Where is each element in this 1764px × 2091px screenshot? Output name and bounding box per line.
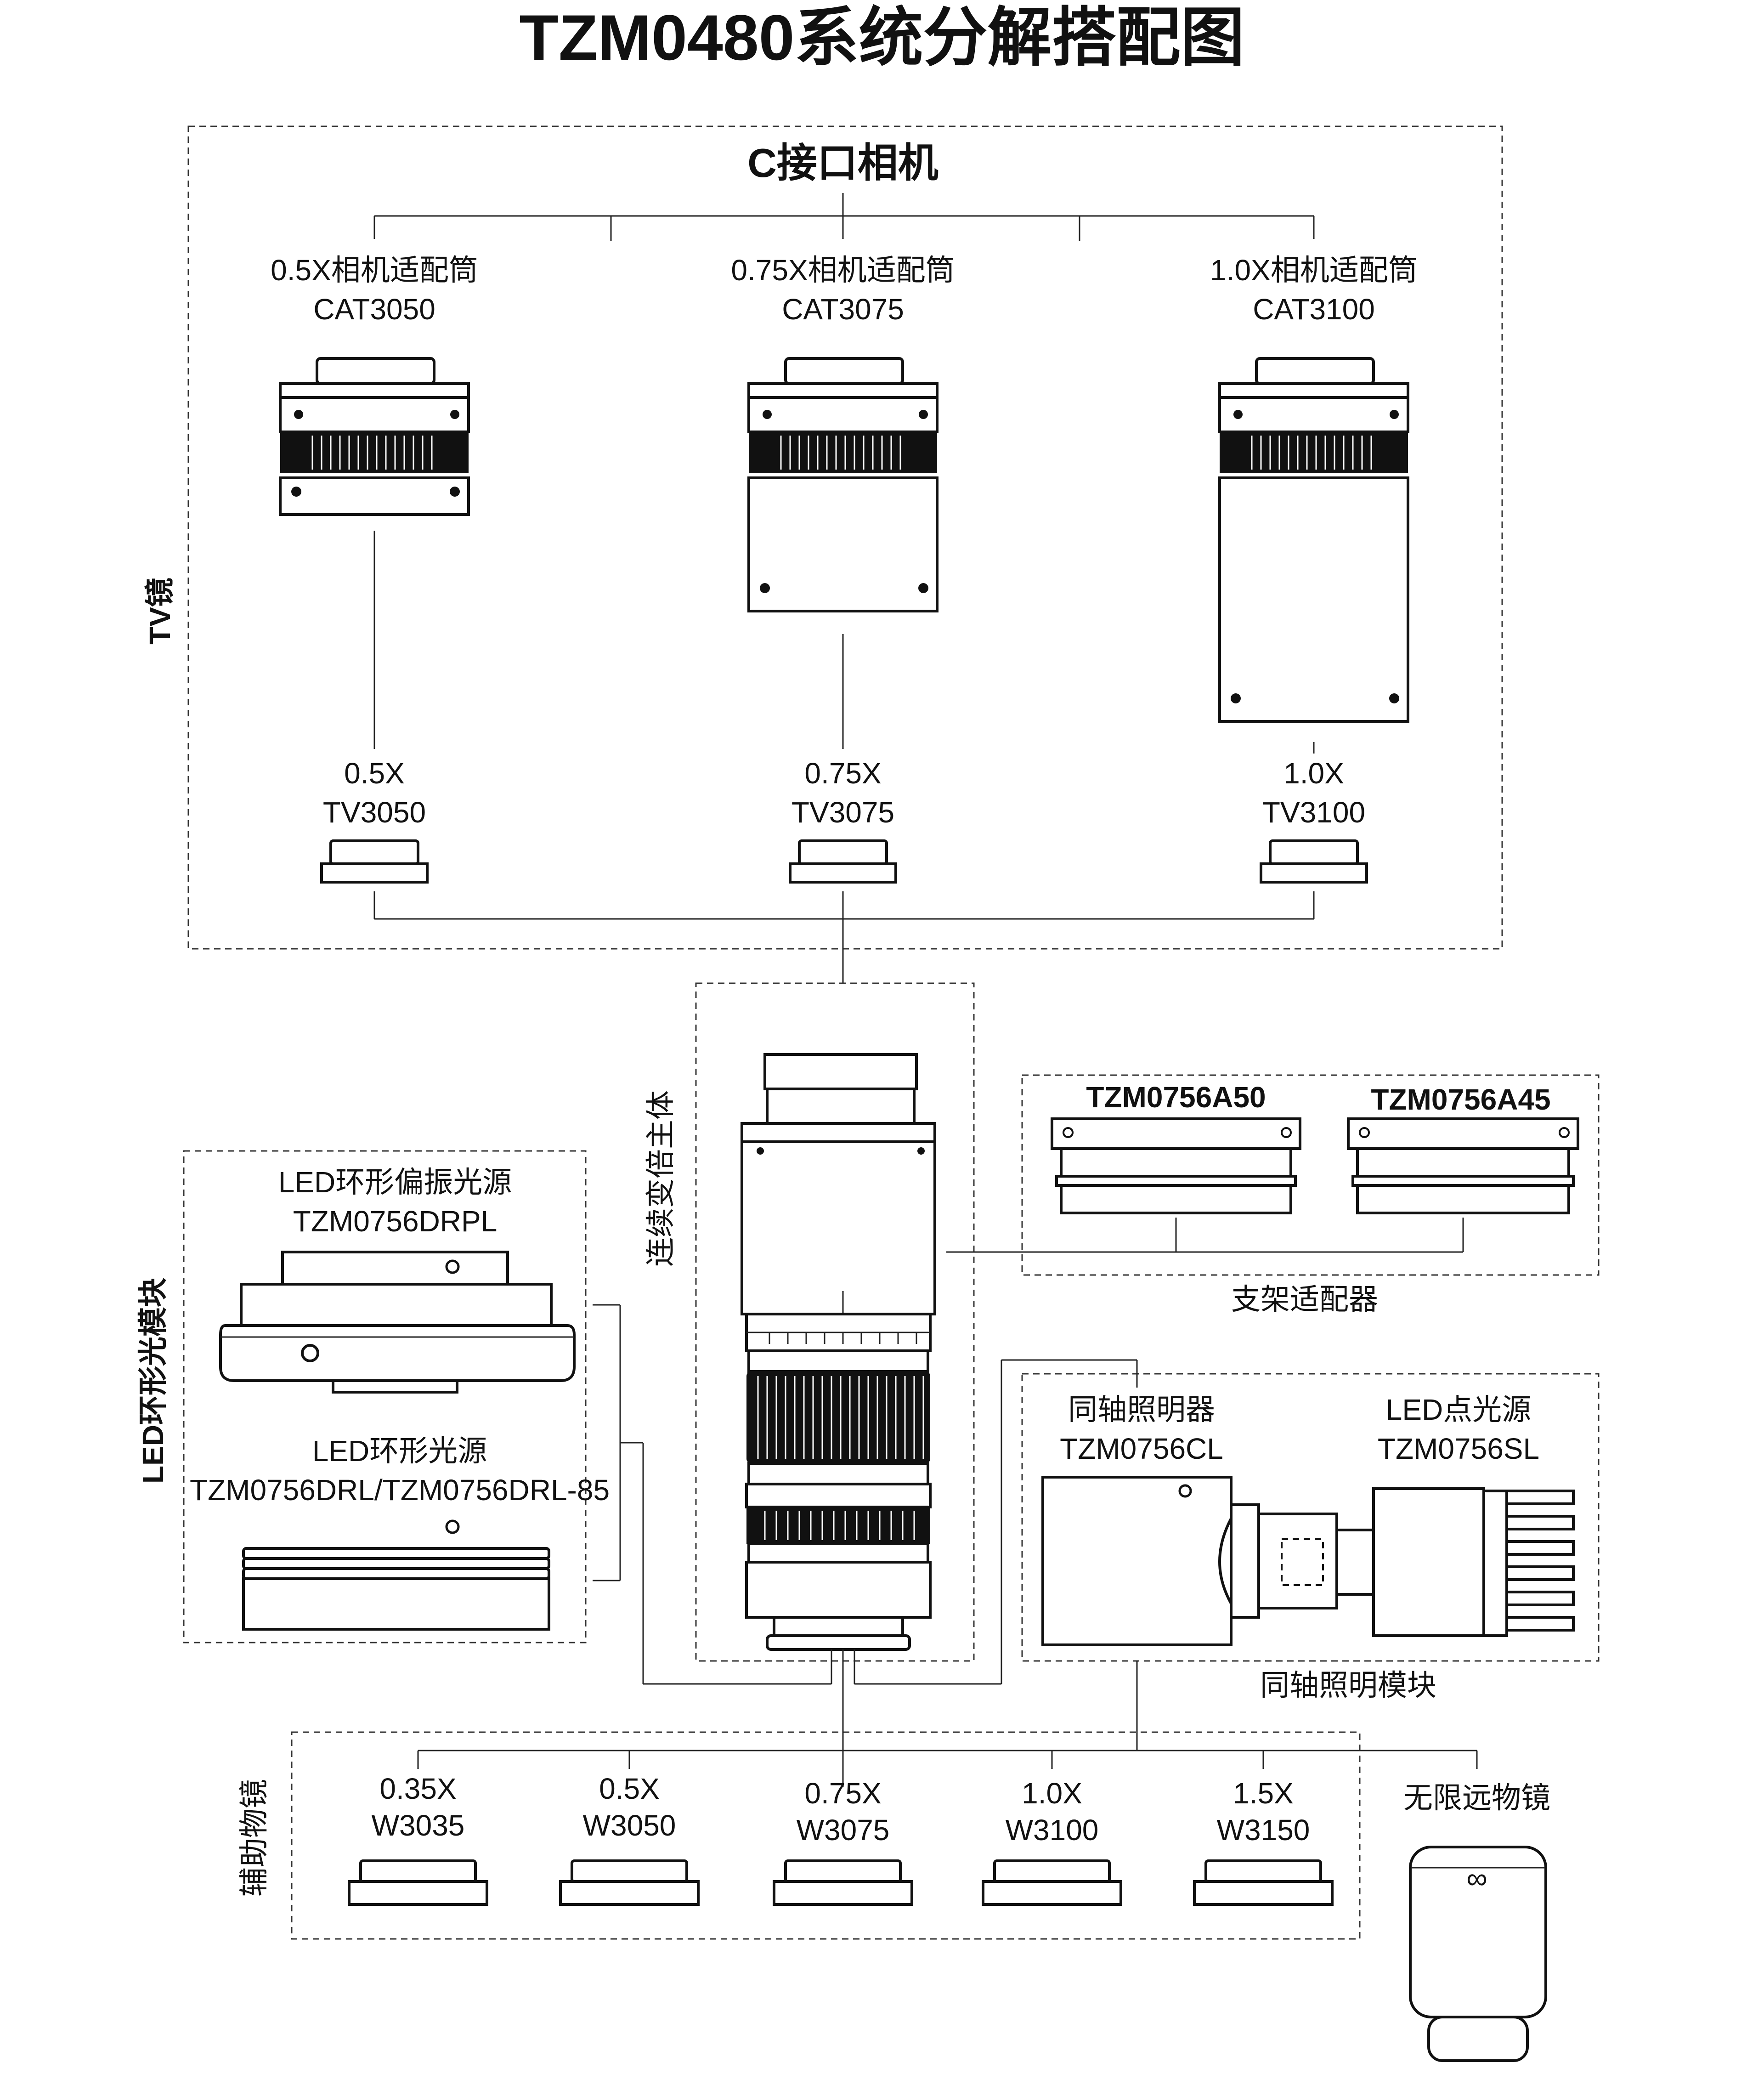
tv-lens-code-3: TV3100 <box>1262 796 1365 829</box>
stand-adapter-code-1: TZM0756A50 <box>1086 1081 1266 1114</box>
coaxial-module-box <box>1021 1373 1600 1662</box>
aux-objective-mag-4: 1.0X <box>1022 1777 1082 1810</box>
tv-lens-mag-3: 1.0X <box>1283 757 1344 790</box>
coaxial-illuminator-name: 同轴照明器 <box>1068 1393 1215 1426</box>
led-ring-code: TZM0756DRL/TZM0756DRL-85 <box>190 1473 610 1507</box>
stand-adapter-label: 支架适配器 <box>1231 1283 1378 1316</box>
led-ring-drawing <box>242 1519 550 1631</box>
aux-connector-lines <box>417 1649 1478 1787</box>
tv-lens-mag-1: 0.5X <box>344 757 405 790</box>
led-ring-module-label: LED环形光模块 <box>136 1278 170 1484</box>
infinity-objective-drawing: ∞ <box>1409 1846 1547 2062</box>
aux-objectives-box <box>291 1731 1361 1940</box>
coaxial-illuminator-code: TZM0756CL <box>1060 1432 1223 1465</box>
cam-adapter-drawing-1 <box>279 357 470 516</box>
coaxial-illuminator-drawing <box>1041 1476 1338 1646</box>
aux-objective-drawing-3 <box>773 1859 913 1906</box>
cam-adapter-code-2: CAT3075 <box>782 293 904 326</box>
aux-objective-drawing-2 <box>559 1859 700 1906</box>
cam-adapter-code-1: CAT3050 <box>313 293 435 326</box>
cam-adapter-drawing-2 <box>747 357 939 612</box>
stand-adapter-box <box>1021 1074 1600 1276</box>
infinity-objective-label: 无限远物镜 <box>1403 1781 1550 1814</box>
point-source-name: LED点光源 <box>1386 1393 1532 1426</box>
aux-objective-drawing-4 <box>982 1859 1122 1906</box>
diagram-title: TZM0480系统分解搭配图 <box>519 1 1244 74</box>
tv-section-box <box>187 125 1503 950</box>
zoom-body-drawing <box>741 1053 936 1651</box>
tv-lens-drawing-1 <box>320 839 429 884</box>
aux-objectives-label: 辅助物镜 <box>237 1779 271 1897</box>
stand-adapter-code-2: TZM0756A45 <box>1371 1083 1550 1116</box>
aux-objective-mag-1: 0.35X <box>379 1772 456 1805</box>
point-source-code: TZM0756SL <box>1378 1432 1539 1465</box>
tv-bottom-connector-lines <box>373 891 1315 983</box>
led-ring-module-box <box>183 1150 587 1643</box>
aux-objective-code-3: W3075 <box>797 1813 890 1847</box>
stand-adapter-drawing-1 <box>1051 1117 1301 1214</box>
tv-group-label: TV镜 <box>143 578 176 645</box>
aux-objective-drawing-5 <box>1193 1859 1334 1906</box>
adapter-tv-connector-lines <box>373 531 1315 754</box>
aux-objective-mag-3: 0.75X <box>804 1777 881 1810</box>
led-ring-connector-lines <box>593 1304 832 1685</box>
aux-objective-mag-5: 1.5X <box>1233 1777 1294 1810</box>
stand-adapter-drawing-2 <box>1347 1117 1579 1214</box>
led-polarized-code: TZM0756DRPL <box>293 1205 498 1238</box>
camera-connector-lines <box>373 193 1315 241</box>
tv-lens-mag-2: 0.75X <box>804 757 881 790</box>
coaxial-module-label: 同轴照明模块 <box>1260 1669 1436 1702</box>
heatsink-fins <box>1505 1490 1575 1632</box>
aux-objective-drawing-1 <box>348 1859 488 1906</box>
aux-objective-code-1: W3035 <box>372 1809 465 1842</box>
tv-lens-drawing-2 <box>789 839 897 884</box>
led-ring-name: LED环形光源 <box>312 1434 487 1468</box>
led-polarized-name: LED环形偏振光源 <box>278 1166 512 1199</box>
zoom-body-label: 连续变倍主体 <box>644 1090 677 1267</box>
zoom-body-box <box>695 982 975 1662</box>
aux-objective-code-5: W3150 <box>1217 1813 1310 1847</box>
aux-objective-code-4: W3100 <box>1006 1813 1099 1847</box>
camera-heading: C接口相机 <box>747 140 939 186</box>
cam-adapter-drawing-3 <box>1218 357 1409 723</box>
infinity-connector-lines <box>1360 1750 1478 1769</box>
infinity-symbol: ∞ <box>1466 1862 1487 1895</box>
cam-adapter-name-2: 0.75X相机适配筒 <box>731 254 955 287</box>
aux-objective-mag-2: 0.5X <box>599 1772 660 1805</box>
cam-adapter-code-3: CAT3100 <box>1253 293 1375 326</box>
aux-objective-code-2: W3050 <box>583 1809 676 1842</box>
cam-adapter-name-1: 0.5X相机适配筒 <box>271 254 478 287</box>
tv-lens-code-2: TV3075 <box>792 796 894 829</box>
point-source-drawing <box>1335 1487 1575 1637</box>
led-polarized-drawing <box>219 1251 576 1394</box>
tv-lens-drawing-3 <box>1260 839 1368 884</box>
cam-adapter-name-3: 1.0X相机适配筒 <box>1210 254 1418 287</box>
coaxial-connector-lines <box>854 1359 1138 1685</box>
stand-adapter-connector-lines <box>946 1218 1464 1253</box>
zoom-scale-ticks <box>746 1332 930 1344</box>
tv-lens-code-1: TV3050 <box>323 796 426 829</box>
